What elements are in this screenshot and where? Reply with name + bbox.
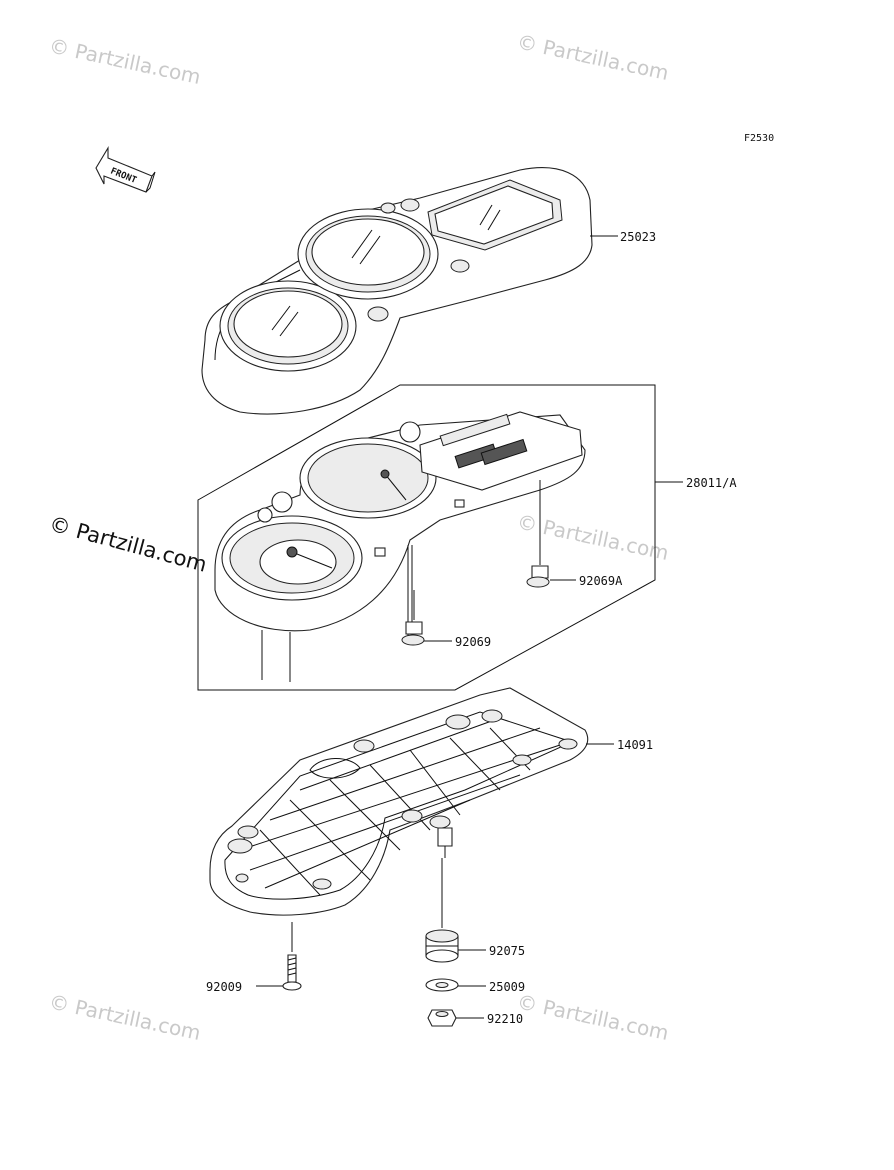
- watermark-top-left: © Partzilla.com: [47, 33, 203, 89]
- part-screw: [282, 922, 302, 991]
- part-meter-case: [209, 687, 589, 916]
- front-arrow-icon: FRONT: [95, 146, 156, 193]
- part-grommet: [425, 858, 459, 963]
- label-92069: 92069: [455, 635, 491, 649]
- watermark-middle-right: © Partzilla.com: [515, 509, 671, 565]
- figure-code: F2530: [744, 133, 774, 144]
- part-meter-assembly: [197, 384, 656, 691]
- assembly-bracket: [197, 384, 656, 691]
- part-washer: [425, 978, 459, 992]
- label-25023: 25023: [620, 230, 656, 244]
- part-bulb-socket-a: [526, 480, 550, 588]
- label-14091: 14091: [617, 738, 653, 752]
- part-nut: [427, 1009, 457, 1027]
- watermark-bottom-right: © Partzilla.com: [515, 989, 671, 1045]
- label-28011: 28011/A: [686, 476, 737, 490]
- part-bulb-socket: [401, 590, 425, 646]
- label-92009: 92009: [206, 980, 242, 994]
- watermark-middle-left: © Partzilla.com: [47, 512, 210, 577]
- part-meter-cover: [201, 167, 593, 415]
- label-92069a: 92069A: [579, 574, 623, 588]
- watermark-bottom-left: © Partzilla.com: [47, 989, 203, 1045]
- label-92210: 92210: [487, 1012, 523, 1026]
- label-92075: 92075: [489, 944, 525, 958]
- label-25009: 25009: [489, 980, 525, 994]
- watermark-top-right: © Partzilla.com: [515, 29, 671, 85]
